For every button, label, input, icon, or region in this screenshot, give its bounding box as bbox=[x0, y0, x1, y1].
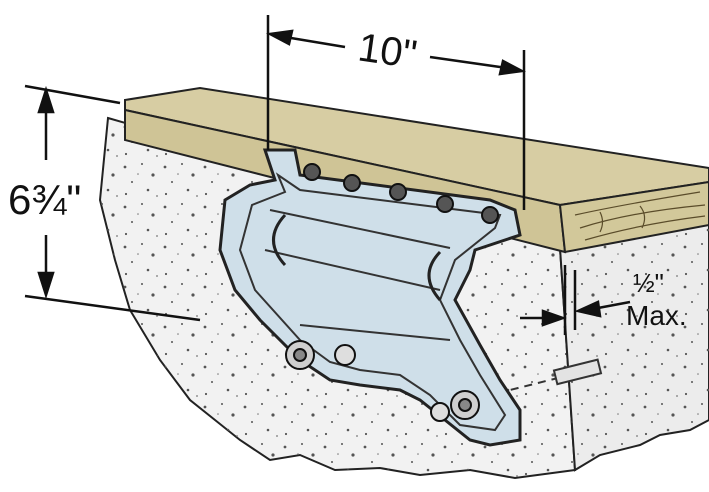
wood-plate-end bbox=[558, 180, 709, 254]
wood-grain bbox=[574, 191, 706, 241]
screw-icon bbox=[343, 174, 361, 192]
connector-braces bbox=[264, 209, 451, 341]
screw-icon bbox=[303, 163, 321, 181]
height-dimension bbox=[24, 84, 201, 322]
connector-inner-outline bbox=[238, 172, 507, 432]
offset-label-max: Max. bbox=[626, 300, 687, 331]
concrete-side-texture bbox=[560, 200, 709, 470]
screw-icon bbox=[481, 206, 499, 224]
nut-icon bbox=[334, 344, 356, 366]
nut-icon bbox=[430, 402, 450, 422]
anchor-nuts bbox=[285, 340, 480, 422]
screw-icon bbox=[436, 195, 454, 213]
offset-dimension bbox=[520, 265, 631, 335]
height-label: 6¾" bbox=[8, 176, 81, 223]
connector-hooks bbox=[272, 213, 442, 301]
offset-label-fraction: ½" bbox=[633, 268, 664, 298]
width-label: 10" bbox=[355, 25, 419, 77]
connector-plate bbox=[218, 148, 522, 447]
screw-icon bbox=[389, 183, 407, 201]
fastener-row bbox=[303, 163, 499, 224]
width-dimension bbox=[265, 15, 527, 210]
